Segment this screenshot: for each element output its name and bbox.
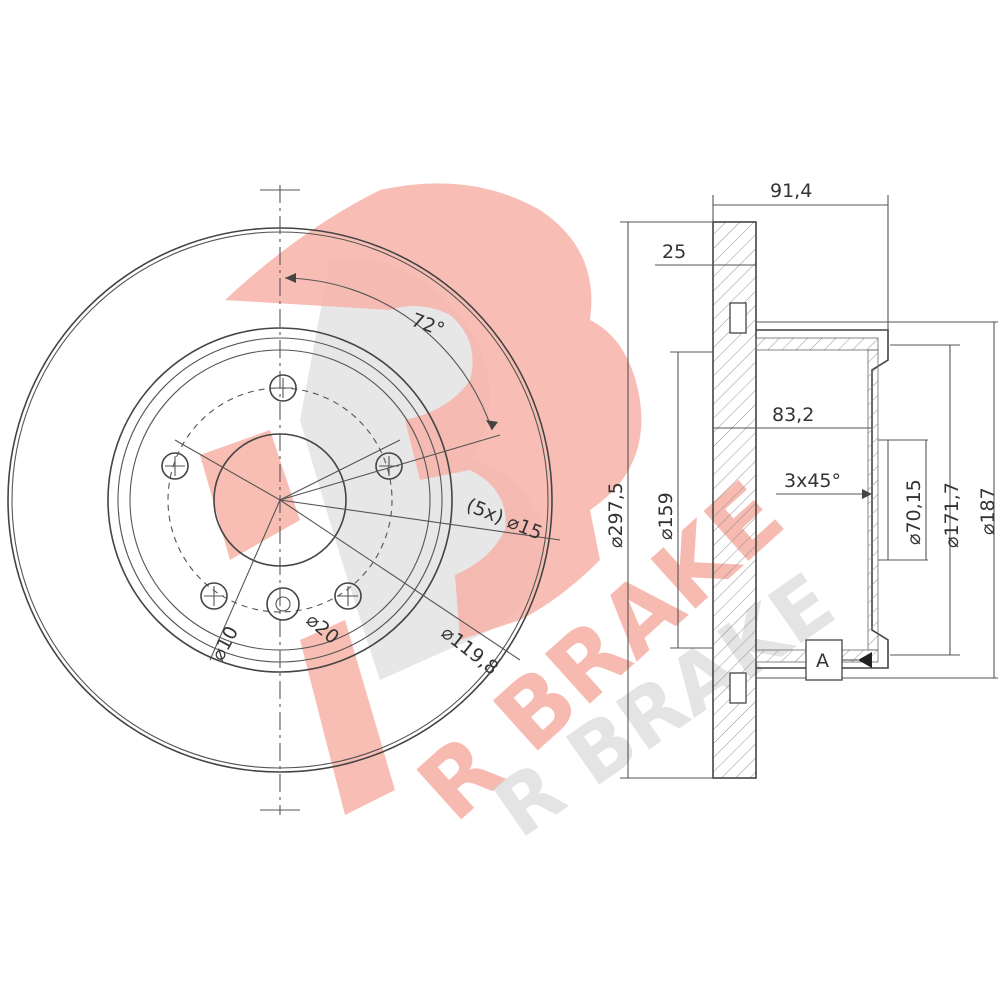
chamfer-label: 3x45°: [784, 470, 841, 492]
overall-width-label: 91,4: [770, 180, 812, 202]
bolt-hole: [269, 374, 297, 402]
hat-top-flange: [755, 337, 879, 351]
hat-depth-label: 83,2: [772, 404, 814, 426]
flange-diameter-label: ⌀187: [977, 487, 999, 535]
outer-diameter-label: ⌀297,5: [605, 482, 627, 548]
angle-arc: [284, 277, 493, 431]
datum-triangle: [858, 652, 872, 668]
bolt-hole: [200, 582, 228, 610]
inner-friction-diameter-label: ⌀159: [655, 492, 677, 540]
radial-line-right: [279, 439, 401, 501]
bolt-leader-line: [279, 499, 561, 541]
bolt-hole: [161, 452, 189, 480]
bolt-hole: [334, 582, 362, 610]
pcd-circle: [167, 387, 393, 613]
hat-outer-ring: [107, 327, 453, 673]
bolt-hole: [375, 452, 403, 480]
stud-bottom: [729, 672, 747, 704]
pin-leader-line: [209, 499, 281, 661]
section-view: 91,4 25 83,2 3x45° ⌀297,5 ⌀159 ⌀70,15 ⌀1…: [605, 180, 999, 779]
hat-diameter-label: ⌀171,7: [941, 482, 963, 548]
watermark-logo: [200, 183, 642, 815]
hat-face: [867, 349, 879, 651]
datum-label: A: [816, 650, 829, 672]
disc-thickness-label: 25: [662, 241, 686, 263]
pin-hole: [266, 587, 300, 621]
center-bore-label: ⌀70,15: [903, 479, 925, 545]
angle-ray: [279, 434, 501, 501]
bolt-holes: [161, 374, 403, 621]
pcd-leader-line: [279, 499, 521, 661]
angle-arrow-start: [285, 273, 296, 283]
angle-arrow-end: [486, 420, 498, 430]
stud-top: [729, 302, 747, 334]
radial-line-left: [174, 439, 281, 501]
datum-box: [805, 639, 843, 681]
